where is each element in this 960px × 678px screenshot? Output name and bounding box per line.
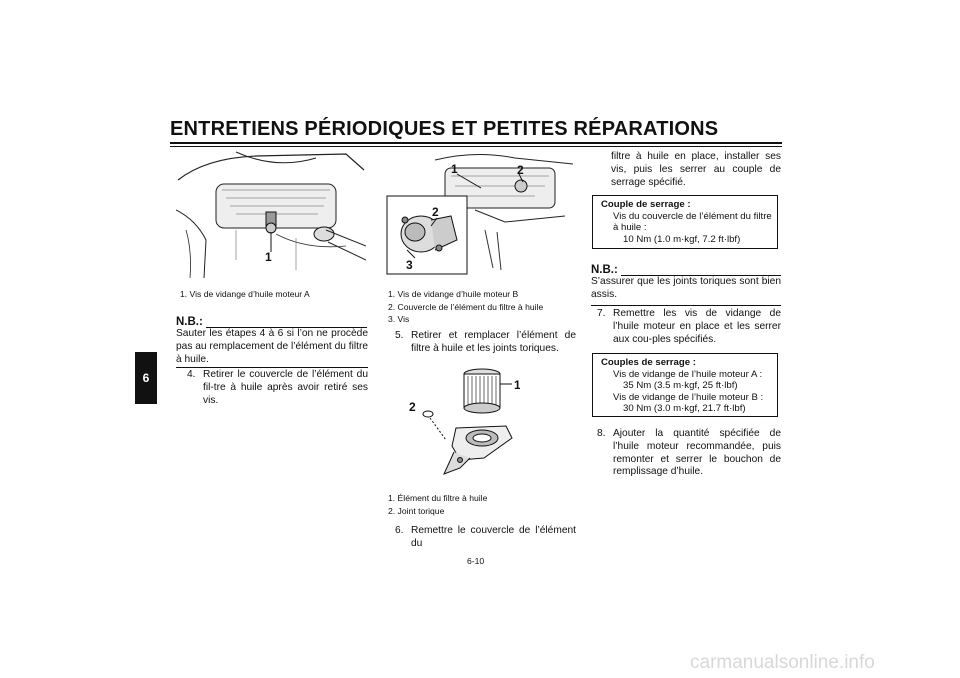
torque-box-title: Couples de serrage : [601, 357, 696, 368]
torque-line: Vis du couvercle de l’élément du filtre [613, 210, 772, 222]
page-number: 6-10 [467, 556, 485, 566]
callout-3: 3 [406, 258, 413, 272]
torque-box: Couples de serrage : Vis de vidange de l… [592, 353, 778, 417]
step-8: 8. Ajouter la quantité spécifiée de l’hu… [597, 428, 781, 479]
torque-line: Vis de vidange de l’huile moteur B : [613, 391, 764, 403]
oil-filter-illustration [422, 368, 513, 475]
callout-1: 1 [265, 250, 272, 264]
torque-box: Couple de serrage : Vis du couvercle de … [592, 195, 778, 249]
chapter-tab: 6 [135, 352, 157, 404]
step-number: 5. [395, 330, 404, 341]
step-text: Remettre les vis de vidange de l’huile m… [613, 308, 781, 345]
note-title: N.B.: [591, 264, 618, 276]
figure-caption-line: 1. Vis de vidange d’huile moteur A [180, 289, 310, 299]
figure-drain-bolt-b: 1 2 2 3 [385, 150, 575, 278]
figure-caption-list: 1. Élément du filtre à huile 2. Joint to… [388, 492, 487, 517]
note-text: S’assurer que les joints toriques sont b… [591, 276, 781, 300]
callout-1: 1 [514, 378, 520, 392]
step-text: filtre à huile en place, installer ses v… [611, 151, 781, 188]
step-text: Retirer et remplacer l’élément de filtre… [411, 330, 576, 354]
torque-value: 30 Nm (3.0 m·kgf, 21.7 ft·lbf) [623, 403, 746, 415]
note-end-rule [591, 305, 781, 306]
page-title: ENTRETIENS PÉRIODIQUES ET PETITES RÉPARA… [170, 118, 719, 140]
step-text: Retirer le couvercle de l’élément du fil… [203, 369, 368, 406]
caption-item: 2. Joint torique [388, 505, 445, 516]
figure-drain-bolt-a: 1 [176, 150, 366, 278]
figure-oil-filter: 1 2 [400, 362, 520, 482]
caption-item: 1. Élément du filtre à huile [388, 493, 488, 503]
step-7: 7. Remettre les vis de vidange de l’huil… [597, 308, 781, 346]
step-6-continued: filtre à huile en place, installer ses v… [595, 151, 781, 189]
caption-item: 3. Vis [388, 314, 410, 324]
caption-item: 1. Vis de vidange d’huile moteur B [388, 289, 519, 299]
step-number: 7. [597, 308, 606, 319]
engine-illustration-a [176, 151, 366, 278]
callout-1: 1 [451, 162, 458, 176]
step-number: 4. [187, 369, 196, 380]
step-6: 6. Remettre le couvercle de l’élément du [395, 525, 576, 551]
step-5: 5. Retirer et remplacer l’élément de fil… [395, 330, 576, 356]
engine-illustration-b [386, 153, 574, 275]
note-title-rule [621, 275, 781, 276]
header-rule-thin [170, 146, 782, 147]
note-title-rule [206, 327, 367, 328]
watermark: carmanualsonline.info [690, 652, 875, 673]
torque-value: 10 Nm (1.0 m·kgf, 7.2 ft·lbf) [623, 233, 741, 245]
torque-value: 35 Nm (3.5 m·kgf, 25 ft·lbf) [623, 380, 738, 392]
caption-item: 2. Couvercle de l’élément du filtre à hu… [388, 301, 544, 312]
callout-2: 2 [409, 400, 416, 414]
torque-box-title: Couple de serrage : [601, 199, 691, 210]
note-title: N.B.: [176, 316, 203, 328]
step-4: 4. Retirer le couvercle de l’élément du … [187, 369, 368, 407]
step-number: 8. [597, 428, 606, 439]
header-rule-thick [170, 142, 782, 144]
callout-2-top: 2 [517, 163, 524, 177]
torque-line: Vis de vidange de l’huile moteur A : [613, 368, 763, 380]
note-text: Sauter les étapes 4 à 6 si l’on ne procè… [176, 328, 368, 365]
step-text: Remettre le couvercle de l’élément du [411, 525, 576, 549]
step-text: Ajouter la quantité spécifiée de l’huile… [613, 428, 781, 478]
callout-2: 2 [432, 205, 439, 219]
torque-line: à huile : [613, 222, 647, 234]
figure-caption-list: 1. Vis de vidange d’huile moteur B 2. Co… [388, 288, 543, 326]
step-number: 6. [395, 525, 404, 536]
note-end-rule [176, 367, 368, 368]
